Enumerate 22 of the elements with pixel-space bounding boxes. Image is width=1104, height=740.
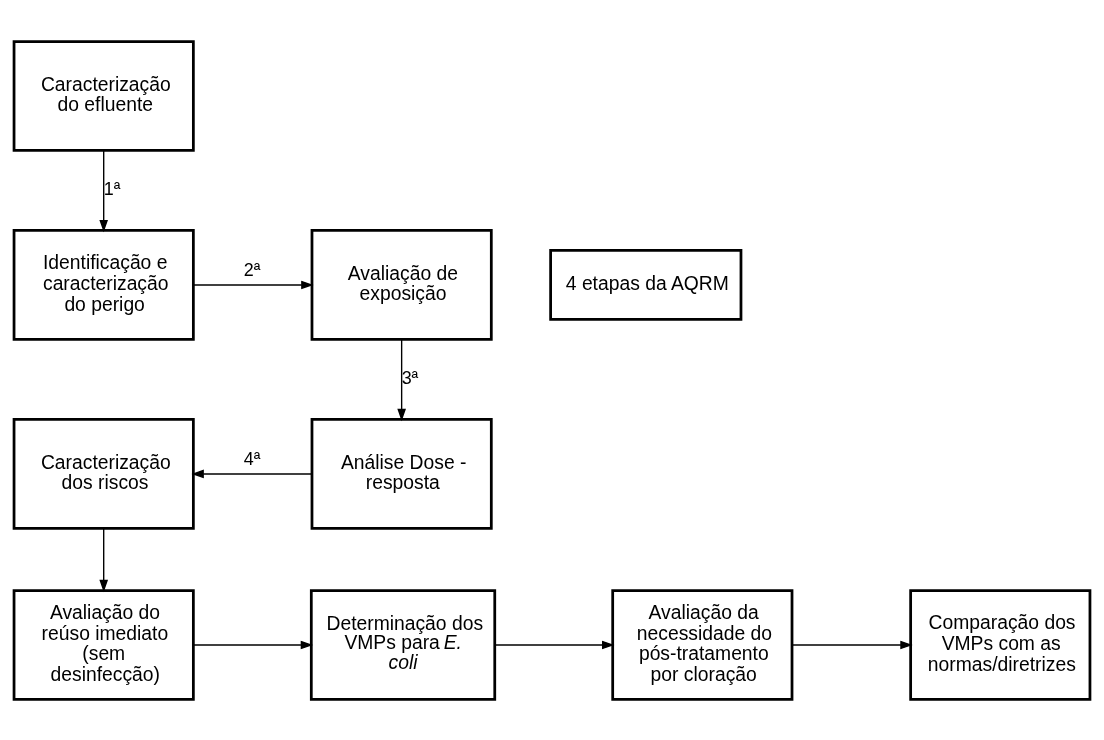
node-box: Determinação dos VMPs para E. coli bbox=[309, 588, 497, 701]
node-box: Avaliação de exposição bbox=[310, 228, 493, 341]
arrow bbox=[99, 527, 109, 592]
arrow bbox=[99, 149, 109, 232]
edge-label: 2ª bbox=[243, 259, 261, 280]
arrow bbox=[192, 280, 314, 289]
node-box: Avaliação do reúso imediato (sem desinfecção) bbox=[12, 588, 195, 701]
node-box: Análise Dose - resposta bbox=[310, 417, 493, 530]
arrow bbox=[397, 338, 406, 421]
edge-label: 4ª bbox=[243, 448, 261, 469]
arrow bbox=[191, 469, 313, 478]
node-box: 4 etapas da AQRM bbox=[549, 248, 743, 321]
arrow bbox=[494, 640, 615, 649]
arrow bbox=[791, 640, 913, 649]
node-box: Caracterização dos riscos bbox=[12, 417, 195, 530]
edge-label: 1ª bbox=[103, 178, 121, 199]
node-box: Comparação dos VMPs com as normas/diretrizes bbox=[909, 588, 1092, 701]
edge-label: 3ª bbox=[401, 367, 419, 388]
node-box: Identificação e caracterização do perigo bbox=[12, 228, 195, 341]
arrow bbox=[193, 640, 314, 649]
node-box: Caracterização do efluente bbox=[12, 39, 195, 152]
node-box: Avaliação da necessidade do pós-tratamento por cloração bbox=[611, 588, 794, 701]
